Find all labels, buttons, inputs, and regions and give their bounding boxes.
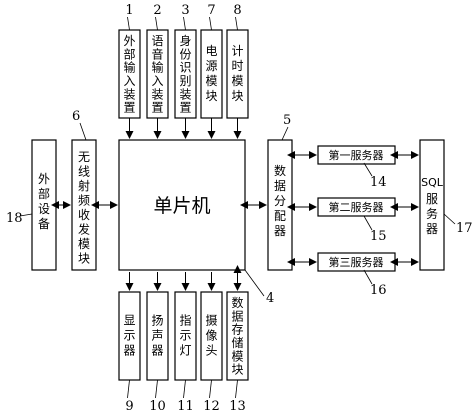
top-module-ref: 8 <box>233 3 241 18</box>
top-module-3: 身份识别装置 3 <box>174 3 197 139</box>
reference-numbers: 18 6 5 4 14 15 16 17 <box>6 109 473 306</box>
top-module-label: 身份识别装置 <box>179 33 191 115</box>
sql-server-latin-label: SQL <box>421 176 444 189</box>
ref-server-3: 16 <box>370 283 387 298</box>
ref-mcu: 4 <box>266 291 274 306</box>
bottom-module-ref: 12 <box>203 399 220 414</box>
distributor-block: 数据分配器 <box>267 139 293 271</box>
bottom-module-4: 摄像头 12 <box>200 272 223 414</box>
mcu-block: 单片机 <box>118 139 246 271</box>
top-module-label: 外部输入装置 <box>123 34 135 115</box>
bottom-module-label: 摄像头 <box>205 313 217 358</box>
sql-server-block: SQL 服务器 <box>419 139 445 271</box>
server-label: 第三服务器 <box>329 255 384 269</box>
top-modules: 外部输入装置 1 语音输入装置 2 身份识别装置 3 电源模块 7 计时模块 8 <box>118 3 249 139</box>
bottom-module-2: 扬声器 10 <box>146 272 169 414</box>
ref-server-1: 14 <box>370 175 387 190</box>
sql-server-label: 服务器 <box>426 192 438 236</box>
server-label: 第一服务器 <box>329 148 384 162</box>
top-module-ref: 3 <box>181 3 189 18</box>
server-1: 第一服务器 <box>317 145 396 165</box>
server-3: 第三服务器 <box>317 252 396 272</box>
top-module-ref: 7 <box>207 3 215 18</box>
bottom-module-label: 显示器 <box>123 314 135 358</box>
bottom-module-ref: 9 <box>125 399 133 414</box>
ref-server-2: 15 <box>370 229 387 244</box>
bottom-module-3: 指示灯 11 <box>174 272 197 414</box>
top-module-4: 电源模块 7 <box>200 3 223 139</box>
bottom-module-label: 数据存储模块 <box>231 295 243 377</box>
bottom-module-ref: 11 <box>177 399 194 414</box>
external-device-block: 外部设备 <box>31 139 57 271</box>
ref-external-device: 18 <box>6 211 23 226</box>
top-module-ref: 1 <box>125 3 133 18</box>
distributor-label: 数据分配器 <box>274 163 286 238</box>
bottom-module-label: 扬声器 <box>151 313 163 358</box>
bottom-module-ref: 10 <box>149 399 166 414</box>
ref-sql-server: 17 <box>456 221 473 236</box>
top-module-1: 外部输入装置 1 <box>118 3 141 139</box>
server-label: 第二服务器 <box>329 200 384 214</box>
ref-distributor: 5 <box>283 113 291 128</box>
top-module-label: 电源模块 <box>205 44 217 103</box>
top-module-2: 语音输入装置 2 <box>146 3 169 139</box>
top-module-label: 语音输入装置 <box>151 34 163 115</box>
bottom-module-ref: 13 <box>229 399 246 414</box>
bottom-module-1: 显示器 9 <box>118 272 141 414</box>
bottom-module-label: 指示灯 <box>179 313 191 358</box>
external-device-label: 外部设备 <box>38 172 50 231</box>
mcu-label: 单片机 <box>153 195 210 217</box>
bottom-module-5: 数据存储模块 13 <box>226 265 249 414</box>
connections <box>51 151 419 266</box>
ref-wireless-module: 6 <box>72 109 80 124</box>
bottom-modules: 显示器 9 扬声器 10 指示灯 11 摄像头 12 数据存储模块 13 <box>118 265 249 414</box>
top-module-label: 计时模块 <box>231 44 243 103</box>
wireless-module-label: 无线射频收发模块 <box>78 150 90 266</box>
top-module-ref: 2 <box>153 3 161 18</box>
top-module-5: 计时模块 8 <box>226 3 249 139</box>
wireless-module-block: 无线射频收发模块 <box>71 139 97 271</box>
server-2: 第二服务器 <box>317 197 396 217</box>
